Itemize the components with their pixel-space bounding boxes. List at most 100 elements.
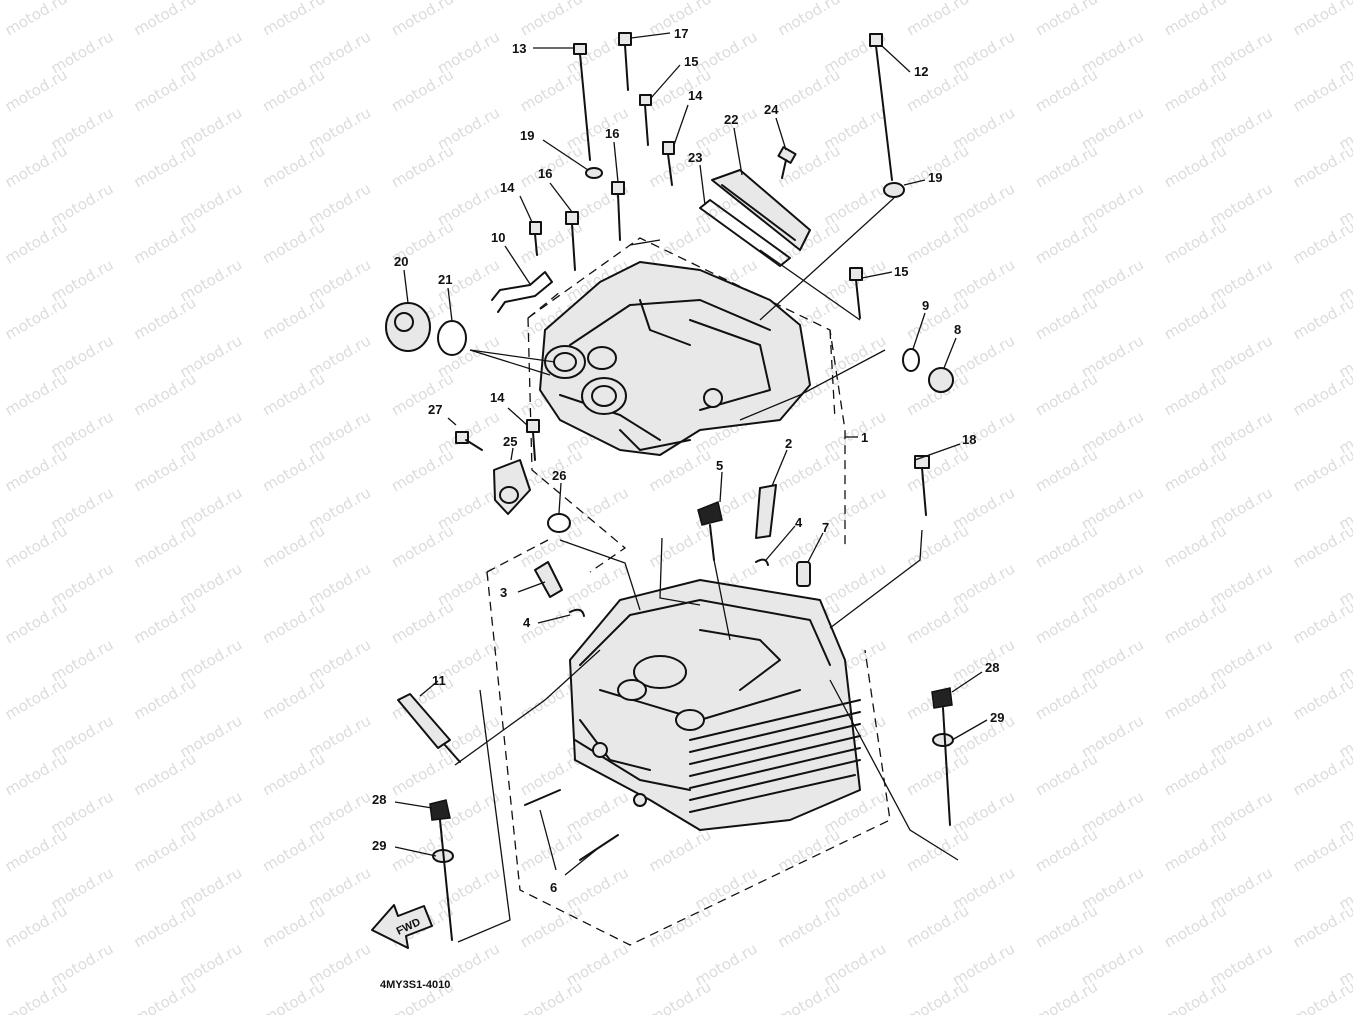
watermark-text: motod.ru: [1032, 825, 1101, 875]
watermark-text: motod.ru: [1290, 445, 1353, 495]
leader-lines: [394, 32, 988, 943]
watermark-text: motod.ru: [388, 521, 457, 571]
watermark-text: motod.ru: [1032, 65, 1101, 115]
watermark-text: motod.ru: [2, 749, 71, 799]
watermark-text: motod.ru: [1161, 597, 1230, 647]
callout-8: 8: [954, 322, 961, 337]
watermark-text: motod.ru: [1290, 293, 1353, 343]
watermark-text: motod.ru: [1161, 65, 1230, 115]
watermark-text: motod.ru: [1032, 521, 1101, 571]
watermark-text: motod.ru: [2, 673, 71, 723]
watermark-text: motod.ru: [259, 0, 328, 39]
callout-28: 28: [372, 792, 386, 807]
watermark-text: motod.ru: [2, 445, 71, 495]
watermark-text: motod.ru: [646, 521, 715, 571]
callout-3: 3: [500, 585, 507, 600]
watermark-text: motod.ru: [2, 293, 71, 343]
watermark-text: motod.ru: [517, 0, 586, 39]
diagram-code: 4MY3S1-4010: [380, 979, 450, 991]
watermark-text: motod.ru: [131, 521, 200, 571]
watermark-text: motod.ru: [259, 445, 328, 495]
watermark-text: motod.ru: [259, 369, 328, 419]
watermark-text: motod.ru: [259, 217, 328, 267]
watermark-text: motod.ru: [1161, 0, 1230, 39]
watermark-text: motod.ru: [1290, 369, 1353, 419]
watermark-text: motod.ru: [131, 0, 200, 39]
callout-15: 15: [684, 54, 698, 69]
callout-5: 5: [716, 458, 723, 473]
watermark-text: motod.ru: [1032, 293, 1101, 343]
watermark-text: motod.ru: [2, 0, 71, 39]
watermark-text: motod.ru: [1290, 217, 1353, 267]
watermark-text: motod.ru: [131, 673, 200, 723]
watermark-text: motod.ru: [131, 445, 200, 495]
callout-14: 14: [688, 88, 703, 103]
watermark-text: motod.ru: [1161, 673, 1230, 723]
watermark-text: motod.ru: [1032, 977, 1101, 1015]
watermark-text: motod.ru: [903, 901, 972, 951]
watermark-text: motod.ru: [775, 977, 844, 1015]
watermark-text: motod.ru: [1161, 977, 1230, 1015]
callout-9: 9: [922, 298, 929, 313]
watermark-text: motod.ru: [1161, 293, 1230, 343]
watermark-text: motod.ru: [259, 749, 328, 799]
watermark-text: motod.ru: [1336, 0, 1353, 1]
callout-16: 16: [538, 166, 552, 181]
callout-11: 11: [432, 673, 446, 688]
watermark-text: motod.ru: [903, 0, 972, 39]
watermark-text: motod.ru: [131, 369, 200, 419]
watermark-text: motod.ru: [1161, 217, 1230, 267]
callout-24: 24: [764, 102, 779, 117]
watermark-text: motod.ru: [131, 65, 200, 115]
watermark-text: motod.ru: [259, 521, 328, 571]
watermark-text: motod.ru: [1032, 369, 1101, 419]
callout-13: 13: [512, 41, 526, 56]
watermark-text: motod.ru: [646, 977, 715, 1015]
watermark-text: motod.ru: [388, 0, 457, 39]
watermark-text: motod.ru: [131, 749, 200, 799]
watermark-text: motod.ru: [1290, 0, 1353, 39]
watermark-text: motod.ru: [1161, 901, 1230, 951]
callout-29: 29: [990, 710, 1004, 725]
callout-18: 18: [962, 432, 976, 447]
cylinder-head-cover: [539, 261, 811, 456]
watermark-text: motod.ru: [646, 217, 715, 267]
watermark-text: motod.ru: [1290, 597, 1353, 647]
callout-19: 19: [520, 128, 534, 143]
watermark-text: motod.ru: [903, 977, 972, 1015]
callout-14: 14: [500, 180, 515, 195]
forward-arrow-icon: [371, 904, 433, 949]
watermark-text: motod.ru: [1290, 141, 1353, 191]
watermark-text: motod.ru: [2, 141, 71, 191]
watermark-text: motod.ru: [1290, 673, 1353, 723]
watermark-text: motod.ru: [775, 0, 844, 39]
watermark-text: motod.ru: [775, 825, 844, 875]
callout-28: 28: [985, 660, 999, 675]
watermark-text: motod.ru: [1032, 217, 1101, 267]
watermark-text: motod.ru: [1161, 445, 1230, 495]
watermark-text: motod.ru: [1290, 977, 1353, 1015]
watermark-text: motod.ru: [1032, 445, 1101, 495]
callout-15: 15: [894, 264, 908, 279]
watermark-text: motod.ru: [517, 65, 586, 115]
watermark-text: motod.ru: [388, 141, 457, 191]
callout-20: 20: [394, 254, 408, 269]
watermark-text: motod.ru: [131, 141, 200, 191]
watermark-text: motod.ru: [131, 901, 200, 951]
callout-6: 6: [550, 880, 557, 895]
callout-10: 10: [491, 230, 505, 245]
watermark-text: motod.ru: [2, 217, 71, 267]
watermark-text: motod.ru: [1290, 521, 1353, 571]
watermark-text: motod.ru: [1161, 825, 1230, 875]
watermark-text: motod.ru: [259, 825, 328, 875]
watermark-text: motod.ru: [2, 65, 71, 115]
watermark-text: motod.ru: [131, 977, 200, 1015]
watermark-text: motod.ru: [388, 65, 457, 115]
watermark-text: motod.ru: [1032, 597, 1101, 647]
watermark-text: motod.ru: [517, 977, 586, 1015]
bolts-and-parts: [371, 32, 954, 949]
watermark-text: motod.ru: [1161, 749, 1230, 799]
watermark-text: motod.ru: [1032, 141, 1101, 191]
callout-1: 1: [861, 430, 868, 445]
